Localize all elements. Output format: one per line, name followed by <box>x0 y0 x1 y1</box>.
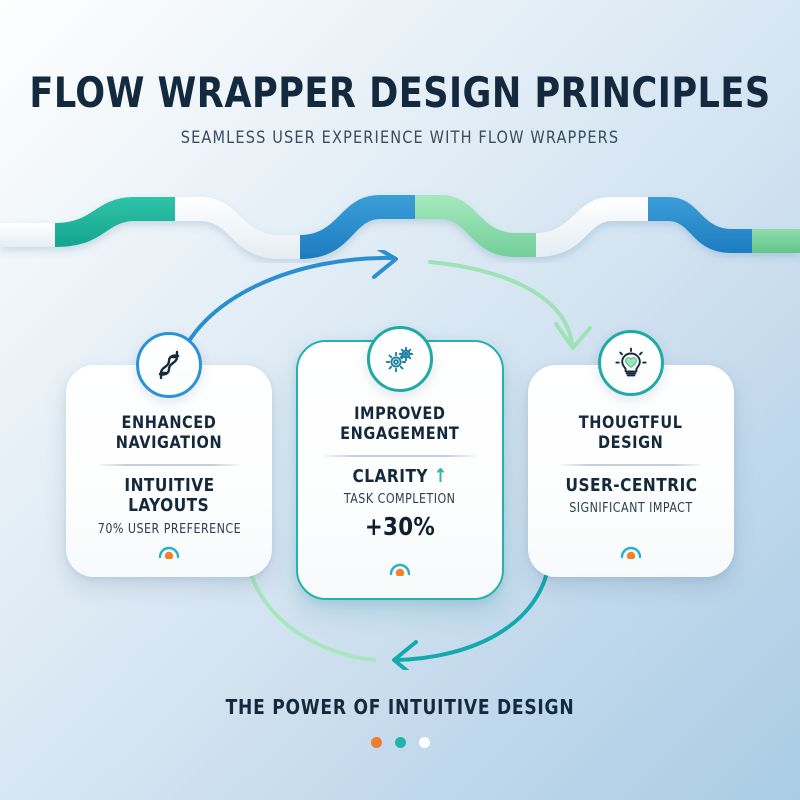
card-stat-sub: 70% USER PREFERENCE <box>97 521 241 537</box>
card-stat-line1: USER-CENTRIC <box>564 474 698 496</box>
card-body: IMPROVED ENGAGEMENT CLARITY ↑ TASK COMPL… <box>298 342 502 541</box>
arrow-up-icon: ↑ <box>433 465 448 488</box>
card-title: IMPROVED ENGAGEMENT <box>340 404 459 444</box>
card-divider <box>561 464 701 466</box>
pagination-dots[interactable] <box>0 737 800 748</box>
icon-badge-thoughtful-design[interactable] <box>598 330 664 396</box>
gears-icon <box>385 346 414 373</box>
card-title-line2: ENGAGEMENT <box>340 424 460 445</box>
progress-badge <box>620 546 642 559</box>
card-stat-main: INTUITIVE <box>123 474 215 497</box>
header: FLOW WRAPPER DESIGN PRINCIPLES SEAMLESS … <box>0 0 800 147</box>
card-title-line1: IMPROVED <box>354 404 446 424</box>
flow-arrows-group <box>174 250 592 670</box>
card-title-line1: ENHANCED <box>121 413 217 433</box>
icon-badge-enhanced-navigation[interactable] <box>136 332 202 398</box>
dot-3[interactable] <box>418 737 430 748</box>
card-stat-line2: LAYOUTS <box>128 495 210 517</box>
card-stat-line1: INTUITIVE <box>123 474 215 496</box>
mint-curved-arrow-top <box>428 260 592 350</box>
dot-2[interactable] <box>394 737 406 748</box>
card-title: ENHANCED NAVIGATION <box>116 413 222 453</box>
card-thoughtful-design[interactable]: THOUGTFUL DESIGN USER-CENTRIC SIGNIFICAN… <box>528 365 734 577</box>
page-subtitle: SEAMLESS USER EXPERIENCE WITH FLOW WRAPP… <box>180 128 620 148</box>
card-divider <box>324 455 476 457</box>
dot-1[interactable] <box>370 737 382 748</box>
card-stat-sub: SIGNIFICANT IMPACT <box>569 501 693 517</box>
flow-arrows-icon <box>158 350 180 380</box>
progress-badge <box>389 563 411 576</box>
progress-badge <box>158 546 180 559</box>
teal-curved-arrow <box>392 566 550 670</box>
card-enhanced-navigation[interactable]: ENHANCED NAVIGATION INTUITIVE LAYOUTS 70… <box>66 365 272 577</box>
card-body: THOUGTFUL DESIGN USER-CENTRIC SIGNIFICAN… <box>528 365 734 516</box>
card-body: ENHANCED NAVIGATION INTUITIVE LAYOUTS 70… <box>66 365 272 537</box>
footer: THE POWER OF INTUITIVE DESIGN <box>0 695 800 748</box>
card-title-line2: NAVIGATION <box>115 433 223 454</box>
card-divider <box>99 464 239 466</box>
mint-curved-arrow-bottom <box>246 562 376 662</box>
page-title: FLOW WRAPPER DESIGN PRINCIPLES <box>29 68 771 117</box>
card-stat-sub: TASK COMPLETION <box>344 492 456 508</box>
icon-badge-improved-engagement[interactable] <box>367 326 433 392</box>
card-stat-big: +30% <box>364 512 436 542</box>
card-stat-main: USER-CENTRIC <box>564 474 698 497</box>
lightbulb-heart-icon <box>615 347 647 377</box>
card-title-line1: THOUGTFUL <box>579 413 683 433</box>
card-stat-main: CLARITY ↑ <box>352 465 448 488</box>
card-title-line2: DESIGN <box>598 433 664 454</box>
card-stat-main-2: LAYOUTS <box>128 496 209 517</box>
card-stat-label: CLARITY <box>352 465 428 487</box>
card-title: THOUGTFUL DESIGN <box>579 413 683 453</box>
wave-ribbon-band <box>0 195 800 259</box>
footer-text: THE POWER OF INTUITIVE DESIGN <box>225 695 575 719</box>
